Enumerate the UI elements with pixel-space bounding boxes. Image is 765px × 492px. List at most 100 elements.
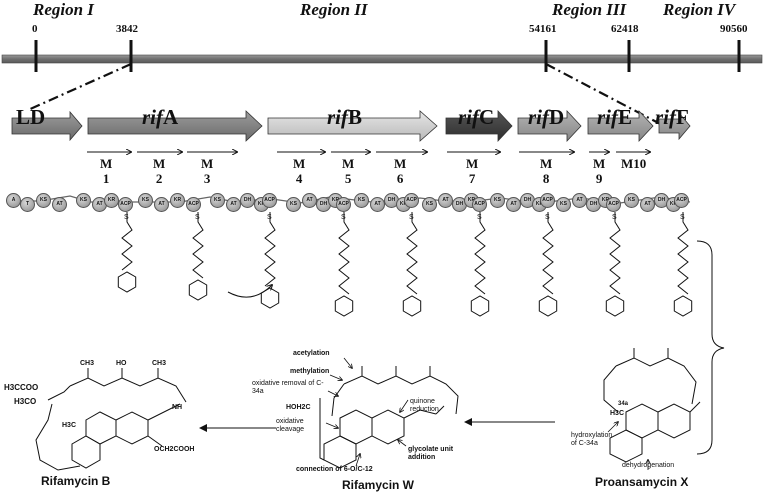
compound-label-rifamycin-b: Rifamycin B	[41, 474, 111, 488]
chem-h3co: H3CO	[14, 397, 37, 406]
gene-label-riff: rifF	[655, 105, 689, 129]
rifamycin-w-structure	[319, 366, 459, 469]
domain-acp-46: ACP	[674, 193, 689, 208]
chain-5	[406, 212, 418, 295]
aromatic-ring-4	[334, 295, 354, 317]
domain-acp-11: ACP	[186, 197, 201, 212]
proansamycin-x-structure	[603, 348, 701, 463]
aromatic-ring-9	[673, 295, 693, 317]
annotation-oxidative-cleavage: oxidative cleavage	[276, 418, 305, 433]
aromatic-ring-7	[538, 295, 558, 317]
gene-label-rifc: rifC	[458, 105, 495, 129]
chem-och2cooh: OCH2COOH	[154, 446, 195, 453]
gene-label-ld: LD	[16, 105, 46, 129]
aromatic-ring-6	[470, 295, 490, 317]
gene-arrow-riff	[658, 111, 691, 141]
annotation-hydroxylation: hydroxylation of C-34a	[571, 432, 613, 447]
chain-3	[264, 212, 276, 287]
region-label-3: Region III	[552, 0, 627, 19]
domain-a-0: A	[6, 193, 21, 208]
thioester-s-8: S	[612, 214, 617, 221]
domain-acp-7: ACP	[118, 197, 133, 212]
chain-8	[609, 212, 621, 295]
domain-ks-42: KS	[624, 193, 639, 208]
annotation-methylation: methylation	[290, 368, 330, 375]
gene-label-rifa: rifA	[142, 105, 179, 129]
gene-label-rife: rifE	[597, 105, 633, 129]
annotation-acetylation: acetylation	[293, 350, 330, 357]
domain-t-1: T	[20, 197, 35, 212]
domain-acp-26: ACP	[404, 193, 419, 208]
curved-arrow-m3-m4	[227, 285, 272, 298]
chem-nh-b: NH	[172, 404, 183, 411]
annotation-dehydrogenation: dehydrogenation	[622, 462, 675, 469]
thioester-s-3: S	[267, 214, 272, 221]
domain-kr-10: KR	[170, 193, 185, 208]
thioester-s-6: S	[477, 214, 482, 221]
domain-ks-4: KS	[76, 193, 91, 208]
thioester-s-7: S	[545, 214, 550, 221]
genome-bar	[1, 54, 763, 64]
module-label-10: M10	[621, 156, 647, 171]
chain-2	[192, 212, 204, 279]
domain-ks-12: KS	[210, 193, 225, 208]
chem-h3c-x: H3C	[610, 410, 625, 417]
aromatic-ring-3	[260, 287, 280, 309]
chain-1	[121, 212, 133, 271]
thioester-s-4: S	[341, 214, 346, 221]
domain-at-9: AT	[154, 197, 169, 212]
domain-ks-32: KS	[490, 193, 505, 208]
domain-at-43: AT	[640, 197, 655, 212]
aromatic-ring-1	[117, 271, 137, 293]
compound-label-rifamycin-w: Rifamycin W	[342, 478, 415, 492]
domain-ks-27: KS	[422, 197, 437, 212]
thioester-s-1: S	[124, 214, 129, 221]
aromatic-ring-5	[402, 295, 422, 317]
domain-acp-36: ACP	[540, 193, 555, 208]
region-label-1: Region I	[33, 0, 94, 19]
chain-4	[338, 212, 350, 295]
chem-hoh2c: HOH2C	[286, 404, 311, 411]
domain-at-13: AT	[226, 197, 241, 212]
chain-6	[474, 212, 486, 295]
chain-9	[677, 212, 689, 295]
gene-label-rifd: rifD	[528, 105, 565, 129]
coordinate-ticks	[34, 40, 741, 72]
intermediate-bracket	[696, 240, 725, 455]
domain-at-28: AT	[438, 193, 453, 208]
domain-kr-6: KR	[104, 193, 119, 208]
domain-at-38: AT	[572, 193, 587, 208]
domain-at-33: AT	[506, 197, 521, 212]
region-label-4: Region IV	[663, 0, 736, 19]
coord-0: 0	[32, 23, 38, 35]
domain-at-3: AT	[52, 197, 67, 212]
chem-h3ccoo: H3CCOO	[4, 383, 39, 392]
chem-h3c-b: H3C	[62, 422, 77, 429]
region-label-2: Region II	[300, 0, 368, 19]
gene-arrows	[11, 109, 691, 143]
thioester-s-9: S	[680, 214, 685, 221]
aromatic-ring-2	[188, 279, 208, 301]
gene-arrow-rife	[587, 109, 654, 143]
gene-arrow-rifb	[267, 110, 438, 142]
compound-label-proansamycin-x: Proansamycin X	[595, 475, 689, 489]
annotation-arrows	[325, 357, 648, 470]
domain-ks-22: KS	[354, 193, 369, 208]
thioester-s-2: S	[195, 214, 200, 221]
domain-dh-14: DH	[240, 193, 255, 208]
thioester-s-5: S	[409, 214, 414, 221]
gene-label-rifb: rifB	[327, 105, 363, 129]
domain-at-18: AT	[302, 193, 317, 208]
domain-dh-29: DH	[452, 197, 467, 212]
chem-ch3-b1: CH3	[80, 360, 95, 367]
chain-7	[542, 212, 554, 295]
rifamycin-b-structure	[35, 368, 187, 471]
domain-ks-17: KS	[286, 197, 301, 212]
coord-62418: 62418	[611, 23, 639, 35]
